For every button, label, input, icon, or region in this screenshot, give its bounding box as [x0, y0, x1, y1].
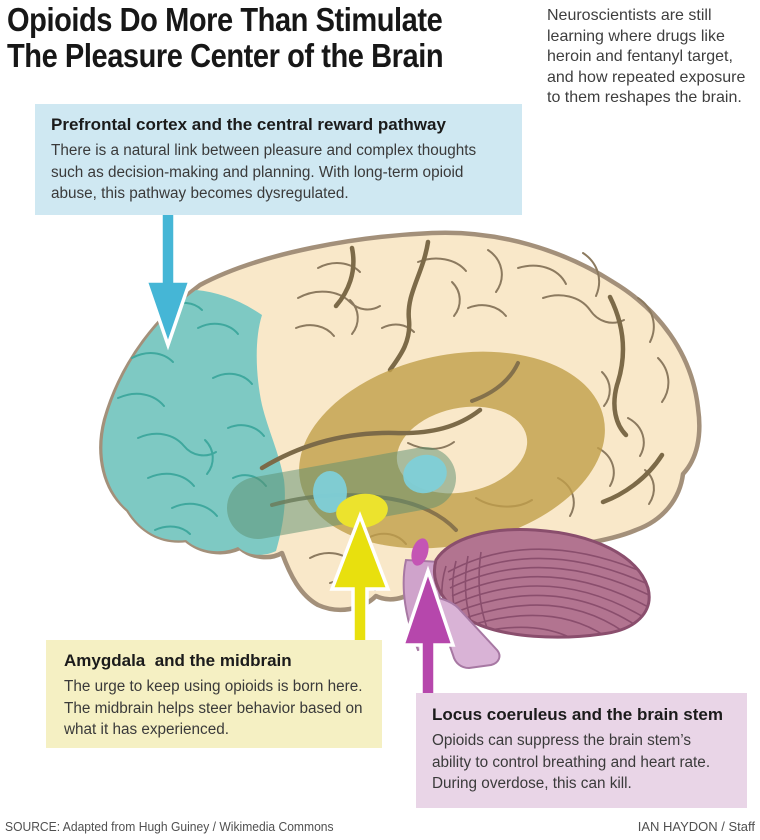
page-title-line1: Opioids Do More Than Stimulate [7, 1, 443, 38]
sulcus-line [637, 297, 655, 343]
deep-sulcus [333, 245, 356, 309]
sulcus-line [349, 299, 359, 335]
sulcus-line [467, 304, 507, 317]
sulcus-line [147, 472, 195, 487]
lateral-sulcus [259, 407, 483, 471]
callout-body: Opioids can suppress the brain stem’s ab… [432, 732, 711, 792]
prefrontal-sulci-lines [117, 302, 267, 535]
sulcus-line [582, 252, 601, 297]
sulcus-line [212, 372, 253, 385]
brain-stem-front [427, 595, 501, 669]
locus-coeruleus-region [411, 538, 429, 566]
sulcus-line [295, 324, 335, 337]
fold-line [449, 566, 650, 598]
callout-amygdala: Amygdala and the midbrain The urge to ke… [46, 640, 382, 748]
callout-heading: Amygdala and the midbrain [64, 651, 292, 670]
prefrontal-arrow [143, 206, 193, 351]
ring-inner-sulcus [470, 361, 520, 403]
fold-line [448, 557, 650, 587]
nucleus-accumbens-region [313, 471, 347, 513]
deep-sulci-lines [333, 239, 665, 505]
callout-heading: Prefrontal cortex and the central reward… [51, 115, 446, 134]
sulcus-line [137, 432, 217, 457]
callout-body: There is a natural link between pleasure… [51, 142, 477, 202]
source-credit: SOURCE: Adapted from Hugh Guiney / Wikim… [5, 819, 334, 834]
sulcus-line [487, 249, 503, 293]
sulcus-line [197, 322, 239, 335]
fold-line [453, 585, 646, 619]
sulcus-line [131, 352, 174, 363]
sulcus-line [154, 525, 191, 535]
sulcus-line [171, 502, 218, 517]
callout-heading: Locus coeruleus and the brain stem [432, 705, 723, 724]
page-title-line2: The Pleasure Center of the Brain [7, 37, 444, 74]
deep-sulcus [607, 294, 629, 438]
sulcus-line [317, 262, 361, 273]
locus-arrow [400, 565, 456, 704]
fold-line [455, 594, 638, 627]
deep-sulcus [600, 452, 665, 505]
sulcus-line [204, 439, 214, 475]
sulcus-line [117, 392, 165, 407]
fold-line [447, 548, 650, 576]
sulcus-line [627, 417, 645, 457]
sulcus-line [451, 281, 461, 317]
fold-line [451, 575, 650, 609]
page-title: Opioids Do More Than Stimulate The Pleas… [7, 1, 444, 74]
sulcus-line [517, 264, 567, 285]
amygdala-region [336, 493, 388, 529]
callout-body: The urge to keep using opioids is born h… [64, 678, 363, 738]
pathway-capsule [403, 454, 447, 494]
intro-text: Neuroscientists are still learning where… [547, 7, 746, 106]
sulcus-line [297, 290, 381, 311]
callout-locus-coeruleus: Locus coeruleus and the brain stem Opioi… [416, 693, 747, 808]
sulcus-line [227, 424, 265, 437]
central-sulcus [387, 239, 431, 373]
author-credit: IAN HAYDON / Staff [637, 819, 755, 834]
sulcus-line [381, 323, 415, 333]
sulcus-line [601, 371, 611, 407]
callout-prefrontal-cortex: Prefrontal cortex and the central reward… [35, 104, 522, 215]
sulcus-line [542, 294, 625, 324]
sulcus-line [657, 357, 670, 403]
